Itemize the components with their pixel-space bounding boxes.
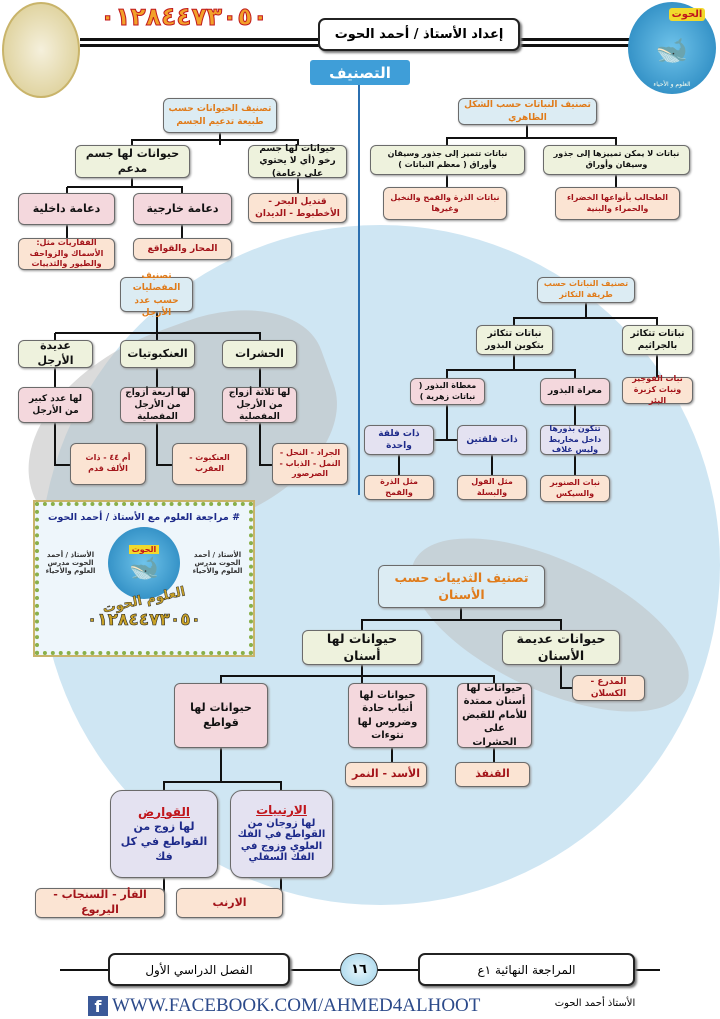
- animals-support-root: تصنيف الحيوانات حسب طبيعة تدعيم الجسم: [163, 98, 277, 133]
- incisors-box: حيوانات لها قواطع: [174, 683, 268, 748]
- plants-not-distinguished-examples: الطحالب بأنواعها الخضراء والحمراء والبني…: [555, 187, 680, 220]
- toothless-box: حيوانات عديمة الأسنان: [502, 630, 620, 665]
- insectivores-examples: القنفذ: [455, 762, 530, 787]
- promo-card: # مراجعة العلوم مع الأستاذ / أحمد الحوت …: [33, 500, 255, 657]
- arachnids-desc: لها أربعة أزواج من الأرجل المفصلية: [120, 387, 195, 423]
- soft-body-box: حيوانات لها جسم رخو (أي لا يحتوي على دعا…: [248, 144, 347, 179]
- rodents-box: القوارض لها زوج من القواطع في كل فك: [110, 790, 218, 878]
- footer-review-box: المراجعة النهائية ١ع: [418, 953, 635, 986]
- plants-distinguished-examples: نباتات الذرة والقمح والنخيل وغيرها: [383, 187, 507, 220]
- spore-plants-box: نباتات تتكاثر بالجراثيم: [622, 325, 693, 355]
- lagomorphs-desc: لها زوجان من القواطع في الفك العلوي وزوج…: [237, 817, 326, 864]
- brand-logo-sub: العلوم و الأحياء: [653, 81, 691, 88]
- facebook-icon: f: [88, 996, 108, 1016]
- rodents-desc: لها زوج من القواطع في كل فك: [120, 819, 208, 863]
- promo-side-right: الأستاذ / أحمد الحوت مدرس العلوم والأحيا…: [192, 551, 243, 575]
- myriapods-desc: لها عدد كبير من الأرجل: [18, 387, 93, 423]
- promo-title: # مراجعة العلوم مع الأستاذ / أحمد الحوت: [47, 512, 241, 523]
- gymnosperms-desc: تتكون بذورها داخل مخاريط وليس غلاف: [540, 424, 610, 455]
- plants-distinguished-box: نباتات تتميز إلى جذور وسيقان وأوراق ( مع…: [370, 145, 525, 175]
- internal-support-examples: الفقاريات مثل: الأسماك والزواحف والطيور …: [18, 238, 115, 270]
- signature: الأستاذ أحمد الحوت: [554, 998, 636, 1009]
- lagomorphs-examples: الارنب: [176, 888, 283, 918]
- soft-body-examples: قنديل البحر - الأخطبوط - الديدان: [248, 193, 347, 223]
- author-text: إعداد الأستاذ / أحمد الحوت: [334, 27, 504, 42]
- monocot-box: ذات فلقة واحدة: [364, 425, 434, 455]
- mammals-teeth-root: تصنيف الثدييات حسب الأسنان: [378, 565, 545, 608]
- plants-not-distinguished-box: نباتات لا يمكن تمييزها إلى جذور وسيقان و…: [543, 145, 690, 175]
- monocot-examples: مثل الذرة والقمح: [364, 475, 434, 500]
- plants-shape-root: تصنيف النباتات حسب الشكل الظاهري: [458, 98, 597, 125]
- rodents-examples: الفأر - السنجاب - اليربوع: [35, 888, 165, 918]
- footer-term-box: الفصل الدراسي الأول: [108, 953, 290, 986]
- promo-side-left: الأستاذ / أحمد الحوت مدرس العلوم والأحيا…: [45, 551, 96, 575]
- arachnids-examples: العنكبوت - العقرب: [172, 443, 247, 485]
- external-support-box: دعامة خارجية: [133, 193, 232, 225]
- gymnosperms-box: معراة البذور: [540, 378, 610, 405]
- seed-plants-box: نباتات تتكاثر بتكوين البذور: [476, 325, 553, 355]
- supported-body-box: حيوانات لها جسم مدعم: [75, 145, 190, 178]
- promo-phone: ٠١٢٨٤٤٧٣٠٥٠: [86, 610, 202, 631]
- brand-logo-text: الحوت: [668, 8, 706, 21]
- insectivores-box: حيوانات لها أسنان ممتدة للأمام للقبض على…: [457, 683, 532, 748]
- divider-vertical: [358, 85, 360, 495]
- facebook-link[interactable]: f WWW.FACEBOOK.COM/AHMED4ALHOOT: [88, 995, 480, 1017]
- external-support-examples: المحار والقواقع: [133, 238, 232, 260]
- dicot-box: ذات فلقتين: [457, 425, 527, 455]
- plants-reproduction-root: تصنيف النباتات حسب طريقة التكاثر: [537, 277, 635, 303]
- seal-logo: [2, 2, 80, 98]
- arthropods-root: تصنيف المفصليات حسب عدد الأرجل: [120, 271, 193, 318]
- dicot-examples: مثل الفول والبسلة: [457, 475, 527, 500]
- toothed-box: حيوانات لها أسنان: [302, 630, 422, 665]
- rodents-title: القوارض: [138, 804, 190, 819]
- arachnids-box: العنكبوتيات: [120, 340, 195, 368]
- page-number: ١٦: [340, 953, 378, 986]
- promo-logo: الحوت 🐋: [108, 527, 180, 599]
- lagomorphs-box: الارنبيات لها زوجان من القواطع في الفك ا…: [230, 790, 333, 878]
- header-phone: ٠١٢٨٤٤٧٣٠٥٠: [100, 2, 268, 32]
- whale-icon: 🐋: [129, 553, 159, 582]
- spore-plants-examples: نبات الفوجير ونبات كزبرة البئر: [622, 374, 693, 405]
- section-label: التصنيف: [310, 60, 410, 85]
- insects-desc: لها ثلاثة أزواج من الأرجل المفصلية: [222, 387, 297, 423]
- lagomorphs-title: الارنبيات: [256, 803, 307, 818]
- gymnosperms-examples: نبات الصنوبر والسيكس: [540, 475, 610, 502]
- myriapods-examples: أم ٤٤ - ذات الألف قدم: [70, 443, 146, 485]
- angiosperms-box: مغطاة البذور ( نباتات زهرية ): [410, 378, 485, 405]
- brand-logo: الحوت 🐋 العلوم و الأحياء: [628, 2, 716, 94]
- author-box: إعداد الأستاذ / أحمد الحوت: [318, 18, 520, 51]
- canines-box: حيوانات لها أنياب حادة وضروس لها نتوءات: [348, 683, 427, 748]
- insects-box: الحشرات: [222, 340, 297, 368]
- canines-examples: الأسد - النمر: [345, 762, 427, 787]
- toothless-examples: المدرع - الكسلان: [572, 675, 645, 701]
- promo-brand: الحوت: [128, 544, 160, 554]
- whale-icon: 🐋: [655, 36, 689, 66]
- myriapods-box: عديدة الأرجل: [18, 339, 93, 368]
- internal-support-box: دعامة داخلية: [18, 193, 115, 225]
- insects-examples: الجراد - النحل - النمل - الذباب - الصرصو…: [272, 443, 348, 485]
